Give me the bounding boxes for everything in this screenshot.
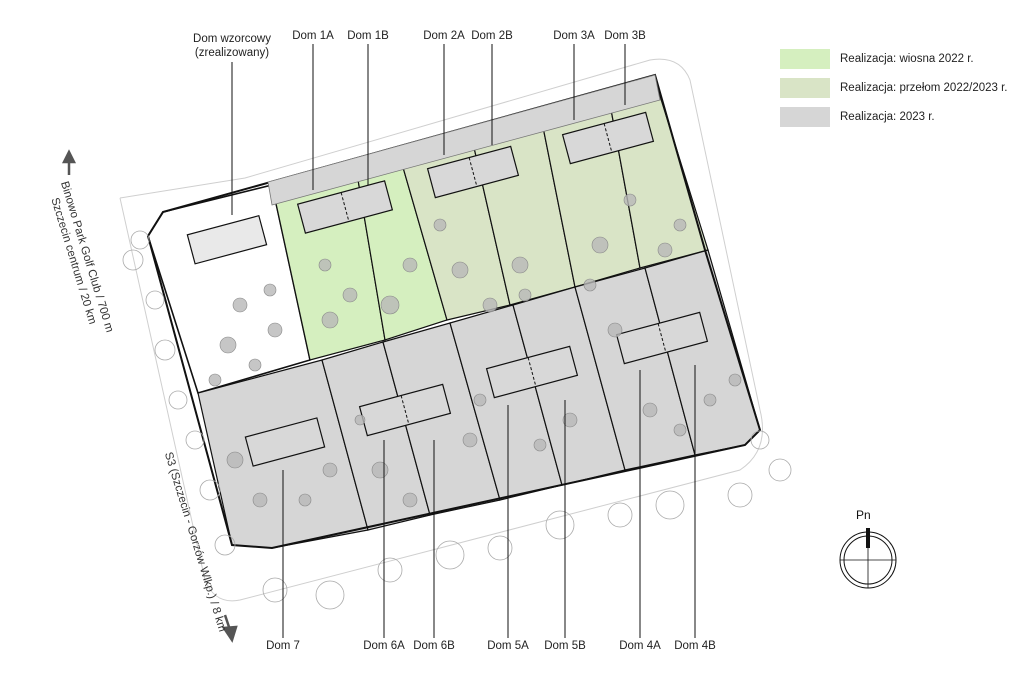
label-model-house-line2: (zrealizowany) [194,47,270,59]
road-outline-north [119,58,763,602]
label-dom-4b: Dom 4B [674,640,716,652]
legend-turn-2022-2023: Realizacja: przełom 2022/2023 r. [780,78,1008,98]
compass [839,528,897,589]
legend-swatch-spring-2022 [780,49,830,69]
label-dom-3a: Dom 3A [553,30,595,42]
building-4a-4b [615,311,709,365]
trees [208,193,742,508]
label-dom-3b: Dom 3B [604,30,646,42]
building-1a-1b [296,180,394,234]
label-dom-1a: Dom 1A [292,30,334,42]
legend-swatch-turn-2022-2023 [780,78,830,98]
label-dom-5b: Dom 5B [544,640,586,652]
trees-outline [122,230,792,610]
label-dom-6b: Dom 6B [413,640,455,652]
building-model [186,214,268,265]
legend-2023: Realizacja: 2023 r. [780,107,935,127]
label-dom-2b: Dom 2B [471,30,513,42]
label-dom-1b: Dom 1B [347,30,389,42]
compass-label: Pn [856,508,871,522]
label-dom-7: Dom 7 [266,640,300,652]
legend-swatch-2023 [780,107,830,127]
leader-lines [231,44,696,638]
legend-label-spring-2022: Realizacja: wiosna 2022 r. [840,53,974,65]
label-dom-4a: Dom 4A [619,640,661,652]
label-model-house-line1: Dom wzorcowy [193,33,271,45]
label-dom-6a: Dom 6A [363,640,405,652]
building-2a-2b [426,145,520,199]
building-3a-3b [561,111,655,165]
legend-label-turn-2022-2023: Realizacja: przełom 2022/2023 r. [840,82,1008,94]
label-dom-2a: Dom 2A [423,30,465,42]
street-strip [267,74,661,206]
road-arrow-s3 [221,614,238,643]
legend-spring-2022: Realizacja: wiosna 2022 r. [780,49,974,69]
building-7 [244,417,326,467]
legend-label-2023: Realizacja: 2023 r. [840,111,935,123]
building-5a-5b [485,345,579,399]
road-arrow-golf [61,149,77,175]
label-dom-5a: Dom 5A [487,640,529,652]
